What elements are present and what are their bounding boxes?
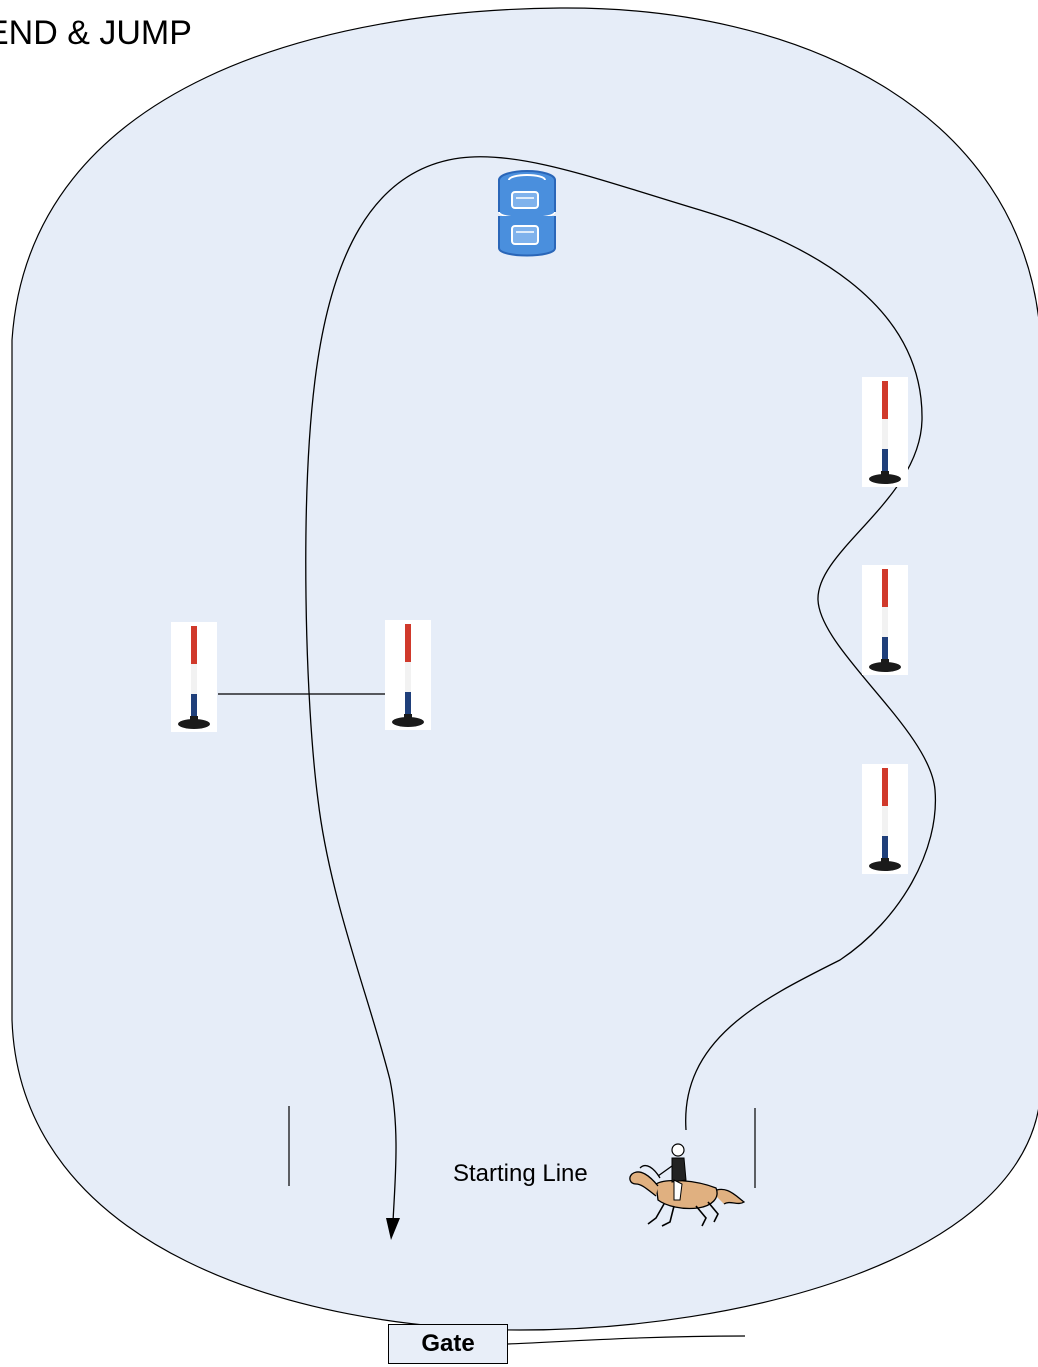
gate-fence xyxy=(508,1336,745,1344)
gate-label: Gate xyxy=(421,1330,474,1358)
starting-line-label: Starting Line xyxy=(453,1160,588,1188)
barrel-icon xyxy=(499,171,555,256)
pole-icon xyxy=(862,377,908,487)
page-title: END & JUMP xyxy=(0,14,192,53)
pole-icon xyxy=(862,764,908,874)
pole-icon xyxy=(385,620,431,730)
gate-box: Gate xyxy=(388,1324,508,1364)
pole-icon xyxy=(862,565,908,675)
pole-icon xyxy=(171,622,217,732)
